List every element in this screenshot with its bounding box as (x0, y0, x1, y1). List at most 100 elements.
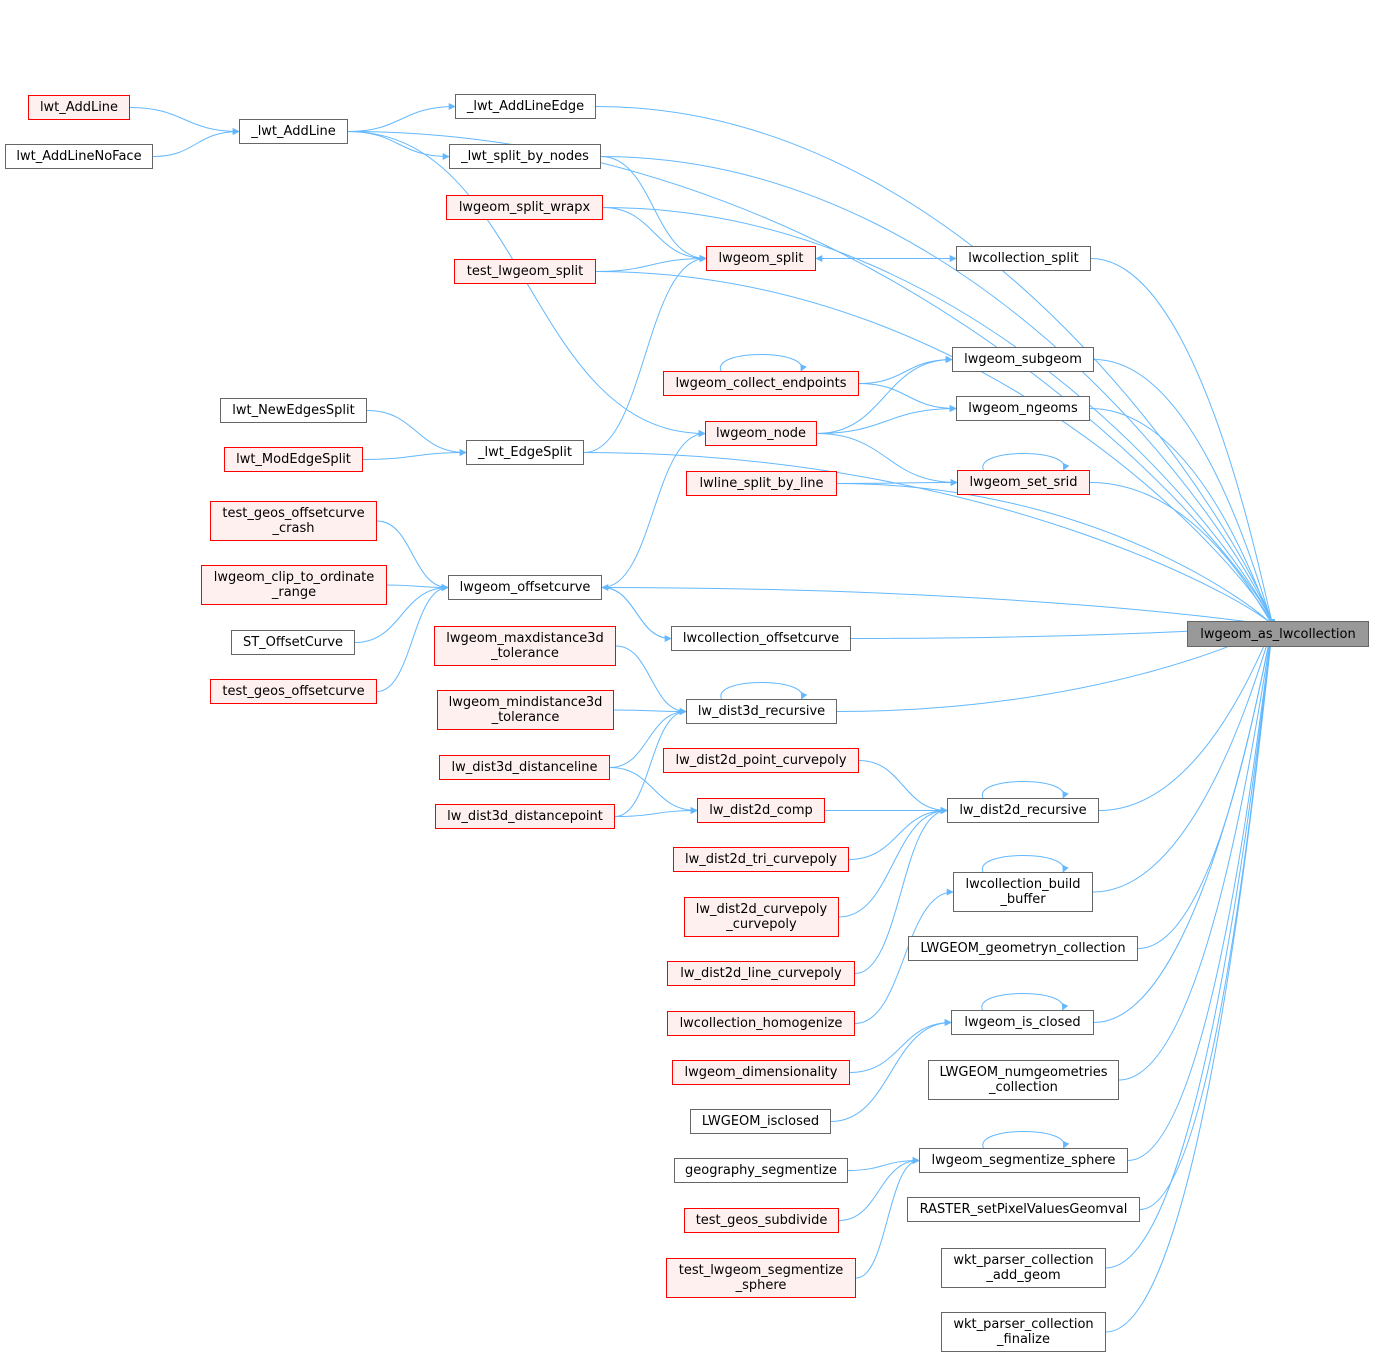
node-label-line: lw_dist2d_recursive (959, 803, 1087, 818)
edge-lwgeom-segmentize-sphere-to-lwgeom-as-lwcollection (1127, 625, 1276, 1161)
node-lw-dist3d-recursive[interactable]: lw_dist3d_recursive (686, 699, 837, 724)
edge-u-lwt-edge-split-to-lwgeom-split (583, 255, 707, 453)
node-lwgeom-mindistance3d-tolerance[interactable]: lwgeom_mindistance3d_tolerance (437, 690, 614, 730)
node-label-line: lwt_ModEdgeSplit (236, 452, 351, 467)
node-lwgeom-dimensionality[interactable]: lwgeom_dimensionality (672, 1060, 850, 1085)
node-label-line: lwgeom_set_srid (969, 475, 1078, 490)
node-lwcollection-split[interactable]: lwcollection_split (956, 246, 1091, 271)
node-label-line: test_lwgeom_split (466, 264, 584, 279)
node-lwgeom-collect-endpoints[interactable]: lwgeom_collect_endpoints (663, 371, 859, 396)
edge-lwt-new-edges-split-to-u-lwt-edge-split (366, 410, 467, 456)
node-u-lwt-add-line-edge[interactable]: _lwt_AddLineEdge (455, 94, 596, 119)
node-lwgeom-geometryn-collection[interactable]: LWGEOM_geometryn_collection (908, 936, 1138, 961)
node-lwgeom-numgeometries-collection[interactable]: LWGEOM_numgeometries_collection (928, 1060, 1119, 1100)
node-label: LWGEOM_isclosed (702, 1114, 819, 1129)
node-lwt-new-edges-split[interactable]: lwt_NewEdgesSplit (220, 398, 367, 423)
node-lwcollection-offsetcurve[interactable]: lwcollection_offsetcurve (671, 626, 851, 651)
edge-lwcollection-build-buffer-to-lwgeom-as-lwcollection (1092, 625, 1275, 893)
node-lwgeom-subgeom[interactable]: lwgeom_subgeom (952, 347, 1094, 372)
node-lwcollection-build-buffer[interactable]: lwcollection_build_buffer (953, 872, 1093, 912)
node-geography-segmentize[interactable]: geography_segmentize (674, 1158, 848, 1183)
node-label-line: RASTER_setPixelValuesGeomval (919, 1202, 1128, 1217)
edge-lwgeom-subgeom-to-lwgeom-as-lwcollection (1093, 359, 1275, 627)
node-lwline-split-by-line[interactable]: lwline_split_by_line (686, 471, 837, 496)
edge-lwgeom-node-to-lwgeom-set-srid (816, 433, 958, 486)
node-label-line: _collection (989, 1080, 1058, 1095)
node-raster-set-pixel-values-geomval[interactable]: RASTER_setPixelValuesGeomval (907, 1197, 1140, 1222)
node-lw-dist3d-distancepoint[interactable]: lw_dist3d_distancepoint (435, 804, 615, 829)
node-u-lwt-edge-split[interactable]: _lwt_EdgeSplit (466, 440, 584, 465)
node-lw-dist2d-curvepoly-curvepoly[interactable]: lw_dist2d_curvepoly_curvepoly (684, 897, 839, 937)
node-lwgeom-node[interactable]: lwgeom_node (705, 421, 817, 446)
node-label-line: test_lwgeom_segmentize (678, 1263, 844, 1278)
node-lw-dist2d-recursive[interactable]: lw_dist2d_recursive (947, 798, 1099, 823)
node-lw-dist2d-tri-curvepoly[interactable]: lw_dist2d_tri_curvepoly (673, 847, 849, 872)
edge-lwgeom-collect-endpoints-to-lwgeom-subgeom (858, 356, 953, 384)
node-u-lwt-split-by-nodes[interactable]: _lwt_split_by_nodes (449, 144, 601, 169)
edge-geography-segmentize-to-lwgeom-segmentize-sphere (847, 1157, 920, 1171)
node-label-line: _lwt_AddLine (251, 124, 336, 139)
node-label-line: lw_dist3d_recursive (697, 704, 826, 719)
node-lwgeom-clip-to-ordinate-range[interactable]: lwgeom_clip_to_ordinate_range (201, 565, 387, 605)
node-label: lwgeom_is_closed (964, 1015, 1080, 1030)
node-lwgeom-isclosed[interactable]: LWGEOM_isclosed (690, 1109, 831, 1134)
node-lw-dist2d-comp[interactable]: lw_dist2d_comp (697, 798, 825, 823)
node-label: wkt_parser_collection_add_geom (953, 1253, 1093, 1283)
node-test-lwgeom-segmentize-sphere[interactable]: test_lwgeom_segmentize_sphere (666, 1258, 856, 1298)
node-label: LWGEOM_geometryn_collection (920, 941, 1125, 956)
node-label: lw_dist2d_point_curvepoly (675, 753, 846, 768)
node-lwgeom-ngeoms[interactable]: lwgeom_ngeoms (956, 396, 1090, 421)
node-label: lwgeom_as_lwcollection (1200, 627, 1355, 642)
node-lwt-add-line[interactable]: lwt_AddLine (28, 95, 130, 120)
node-label-line: lwgeom_clip_to_ordinate (213, 570, 375, 585)
node-test-lwgeom-split[interactable]: test_lwgeom_split (454, 259, 596, 284)
node-test-geos-offsetcurve[interactable]: test_geos_offsetcurve (210, 679, 377, 704)
node-lwgeom-offsetcurve[interactable]: lwgeom_offsetcurve (448, 575, 602, 600)
node-label-line: _sphere (735, 1278, 787, 1293)
node-label-line: wkt_parser_collection (953, 1253, 1094, 1268)
node-label-line: _tolerance (491, 646, 559, 661)
edge-lwcollection-offsetcurve-to-lwgeom-offsetcurve (601, 584, 672, 639)
node-label: lwgeom_maxdistance3d_tolerance (446, 631, 604, 661)
edge-lwgeom-collect-endpoints-to-lwgeom-ngeoms (858, 383, 957, 412)
node-test-geos-offsetcurve-crash[interactable]: test_geos_offsetcurve_crash (210, 501, 377, 541)
node-label-line: test_geos_subdivide (695, 1213, 828, 1228)
node-lwgeom-is-closed[interactable]: lwgeom_is_closed (951, 1010, 1094, 1035)
node-label-line: ST_OffsetCurve (242, 635, 344, 650)
node-label: ST_OffsetCurve (243, 635, 343, 650)
node-lwgeom-set-srid[interactable]: lwgeom_set_srid (957, 470, 1090, 495)
node-label-line: _buffer (1000, 892, 1046, 907)
node-lwt-mod-edge-split[interactable]: lwt_ModEdgeSplit (224, 447, 363, 472)
node-label: lwgeom_clip_to_ordinate_range (214, 570, 375, 600)
edge-lwgeom-is-closed-to-lwgeom-as-lwcollection (1093, 625, 1275, 1023)
node-label: lwcollection_homogenize (680, 1016, 843, 1031)
edge-lwgeom-geometryn-collection-to-lwgeom-as-lwcollection (1137, 625, 1275, 949)
edge-lwgeom-is-closed-to-lwgeom-is-closed (981, 993, 1069, 1011)
node-test-geos-subdivide[interactable]: test_geos_subdivide (684, 1208, 839, 1233)
node-lwt-add-line-no-face[interactable]: lwt_AddLineNoFace (5, 144, 153, 169)
node-label-line: lwgeom_collect_endpoints (675, 376, 847, 391)
node-u-lwt-add-line[interactable]: _lwt_AddLine (239, 119, 348, 144)
node-label: lwcollection_build_buffer (965, 877, 1080, 907)
node-label-line: _lwt_EdgeSplit (478, 445, 572, 460)
edge-lwgeom-node-to-lwgeom-subgeom (816, 356, 953, 434)
node-lw-dist2d-point-curvepoly[interactable]: lw_dist2d_point_curvepoly (663, 748, 859, 773)
node-lwgeom-split[interactable]: lwgeom_split (706, 246, 816, 271)
edge-lw-dist3d-distanceline-to-lw-dist3d-recursive (609, 708, 687, 768)
node-lwgeom-segmentize-sphere[interactable]: lwgeom_segmentize_sphere (919, 1148, 1128, 1173)
node-label-line: lwt_AddLineNoFace (16, 149, 142, 164)
node-lwcollection-homogenize[interactable]: lwcollection_homogenize (667, 1011, 855, 1036)
node-lwgeom-maxdistance3d-tolerance[interactable]: lwgeom_maxdistance3d_tolerance (434, 626, 616, 666)
node-wkt-parser-collection-add-geom[interactable]: wkt_parser_collection_add_geom (941, 1248, 1106, 1288)
node-label: wkt_parser_collection_finalize (953, 1317, 1093, 1347)
node-lw-dist3d-distanceline[interactable]: lw_dist3d_distanceline (439, 755, 610, 780)
node-lw-dist2d-line-curvepoly[interactable]: lw_dist2d_line_curvepoly (667, 961, 855, 986)
edge-lw-dist2d-tri-curvepoly-to-lw-dist2d-recursive (848, 807, 948, 860)
node-label: lwgeom_mindistance3d_tolerance (449, 695, 603, 725)
node-wkt-parser-collection-finalize[interactable]: wkt_parser_collection_finalize (941, 1312, 1106, 1352)
node-label-line: geography_segmentize (685, 1163, 837, 1178)
edge-lw-dist2d-recursive-to-lwgeom-as-lwcollection (1098, 625, 1274, 811)
node-label: RASTER_setPixelValuesGeomval (920, 1202, 1128, 1217)
node-lwgeom-split-wrapx[interactable]: lwgeom_split_wrapx (446, 195, 603, 220)
node-st-offset-curve[interactable]: ST_OffsetCurve (231, 630, 355, 655)
